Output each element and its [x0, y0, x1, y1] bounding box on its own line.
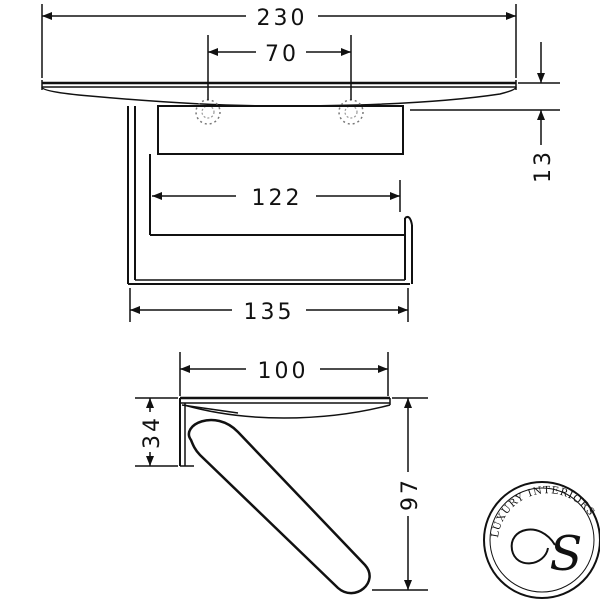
- dimension-label-100: 100: [258, 359, 309, 384]
- dimension-97: 97: [372, 397, 428, 591]
- dimension-135: 135: [129, 288, 409, 325]
- dimension-100: 100: [179, 352, 389, 396]
- front-view: 230 70 13 122: [41, 4, 560, 325]
- luxury-interiors-logo: LUXURY INTERIORS S: [483, 481, 600, 599]
- dimension-label-13: 13: [531, 149, 556, 183]
- side-view: 100 34 97: [135, 352, 428, 595]
- dimension-label-122: 122: [252, 186, 303, 211]
- dimension-13: 13: [410, 42, 560, 183]
- roll-rod: [149, 154, 413, 284]
- dimension-label-230: 230: [257, 6, 308, 31]
- dimension-230: 230: [41, 4, 517, 78]
- dimension-label-70: 70: [265, 42, 299, 67]
- dimension-34: 34: [135, 397, 178, 467]
- dimension-label-135: 135: [244, 300, 295, 325]
- dimension-label-97: 97: [398, 477, 423, 511]
- dimension-label-34: 34: [140, 415, 165, 449]
- side-wall-plate: [179, 398, 194, 467]
- side-shelf: [180, 396, 391, 419]
- mounting-hole-right: [338, 99, 364, 125]
- dimension-70: 70: [207, 35, 352, 100]
- logo-monogram: S: [550, 526, 583, 582]
- side-arm: [187, 418, 371, 595]
- wall-bracket: [127, 105, 410, 285]
- shelf-plate: [41, 80, 517, 107]
- dimension-122: 122: [152, 180, 401, 212]
